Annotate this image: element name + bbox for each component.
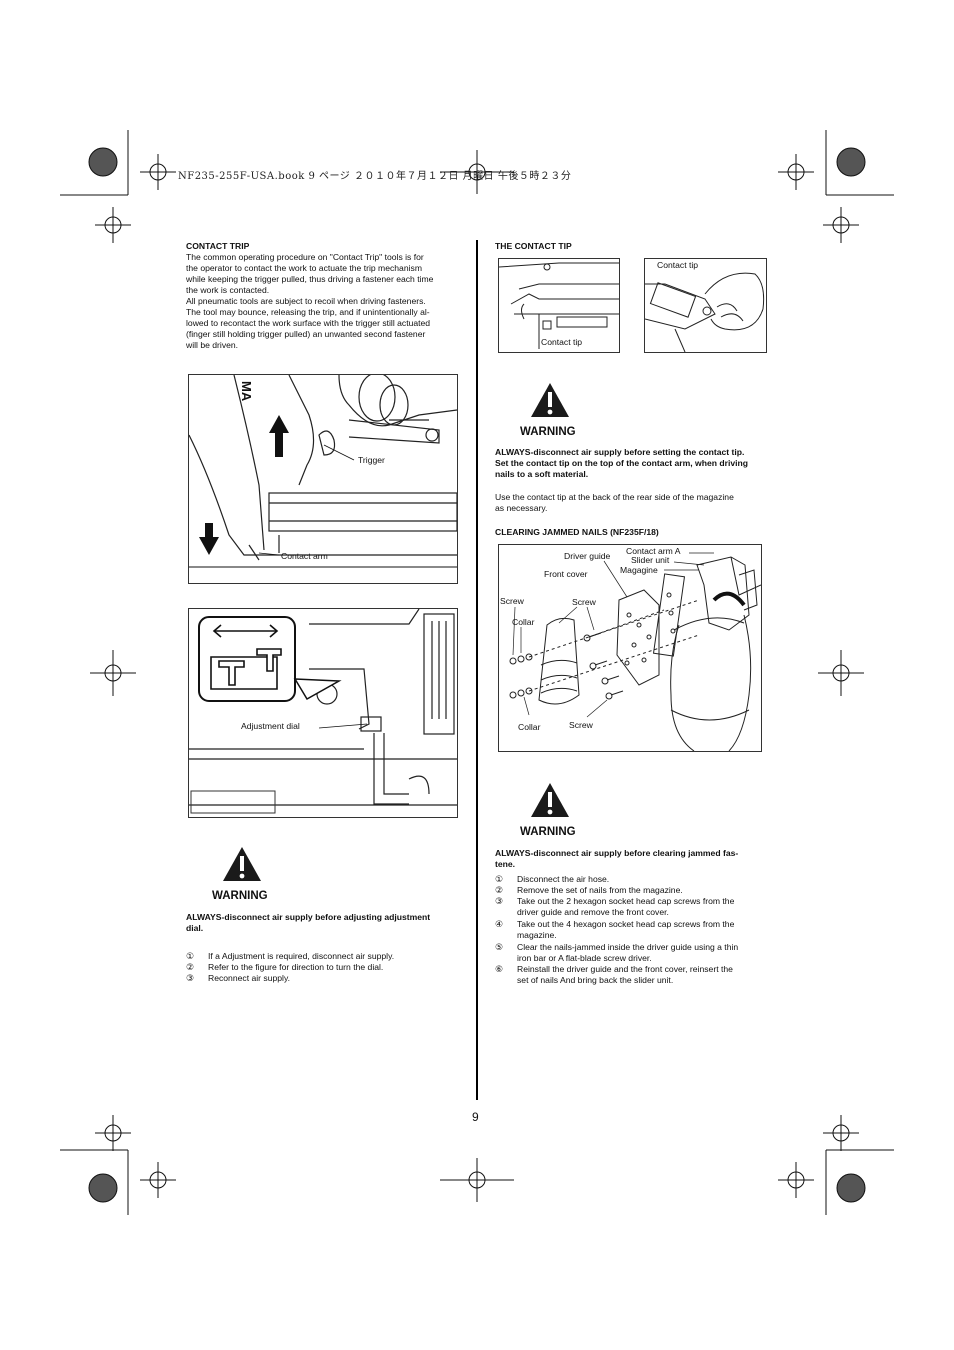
exploded-view-illustration bbox=[509, 552, 761, 751]
warning-title-right-2: WARNING bbox=[520, 826, 576, 838]
screw-label-middle: Screw bbox=[572, 597, 596, 607]
contact-arm-label: Contact arm bbox=[281, 551, 328, 561]
contact-arm-a-label: Contact arm A bbox=[626, 546, 681, 556]
collar-label-bottom: Collar bbox=[518, 722, 541, 732]
warning-title-right-1: WARNING bbox=[520, 426, 576, 438]
adjustment-dial-illustration bbox=[189, 609, 457, 814]
warning-text-left: ALWAYS-disconnect air supply before adju… bbox=[186, 912, 431, 933]
contact-tip-hand-illustration bbox=[645, 272, 765, 352]
arrow-down-icon bbox=[199, 523, 219, 555]
screw-label-bottom: Screw bbox=[569, 720, 593, 730]
figure-contact-tip-a: Contact tip bbox=[498, 258, 620, 353]
front-cover-label: Front cover bbox=[544, 569, 588, 579]
contact-tip-note: Use the contact tip at the back of the r… bbox=[495, 492, 734, 513]
slider-unit-label: Slider unit bbox=[631, 555, 670, 565]
driver-guide-label: Driver guide bbox=[564, 551, 611, 561]
jammed-nails-heading: CLEARING JAMMED NAILS (NF235F/18) bbox=[495, 527, 659, 537]
figure-adjustment-dial: Adjustment dial bbox=[188, 608, 458, 818]
contact-trip-heading: CONTACT TRIP bbox=[186, 241, 250, 251]
right-step-6: ⑥ Reinstall the driver guide and the fro… bbox=[495, 964, 733, 985]
warning-text-right-1: ALWAYS-disconnect air supply before sett… bbox=[495, 447, 749, 479]
file-header: NF235-255F-USA.book 9 ページ ２０１０年７月１２日 月曜日… bbox=[178, 171, 572, 182]
contact-tip-magazine-illustration bbox=[499, 262, 619, 349]
svg-text:MA: MA bbox=[239, 381, 254, 402]
contact-tip-label-a: Contact tip bbox=[541, 337, 583, 347]
warning-triangle-icon bbox=[531, 783, 569, 817]
warning-title-left: WARNING bbox=[212, 890, 268, 902]
right-step-5: ⑤ Clear the nails-jammed inside the driv… bbox=[495, 942, 739, 963]
warning-triangle-icon bbox=[531, 383, 569, 417]
collar-label-top: Collar bbox=[512, 617, 535, 627]
right-step-2: ② Remove the set of nails from the magaz… bbox=[495, 885, 683, 895]
magagine-label: Magagine bbox=[620, 565, 658, 575]
adjustment-dial-label: Adjustment dial bbox=[241, 721, 300, 731]
right-step-4: ④ Take out the 4 hexagon socket head cap… bbox=[495, 919, 735, 940]
contact-trip-text: The common operating procedure on "Conta… bbox=[186, 252, 434, 350]
warning-text-right-2: ALWAYS-disconnect air supply before clea… bbox=[495, 848, 739, 869]
arrow-up-icon bbox=[269, 415, 289, 457]
column-divider bbox=[476, 240, 478, 1100]
screw-label-left: Screw bbox=[500, 596, 524, 606]
trigger-label: Trigger bbox=[358, 455, 385, 465]
right-step-3: ③ Take out the 2 hexagon socket head cap… bbox=[495, 896, 735, 917]
contact-tip-label-b: Contact tip bbox=[657, 260, 699, 270]
right-step-1: ① Disconnect the air hose. bbox=[495, 874, 610, 884]
page-number: 9 bbox=[472, 1110, 479, 1124]
figure-clearing-jammed-nails: Contact arm A Slider unit Magagine Drive… bbox=[498, 544, 762, 752]
figure-contact-tip-b: Contact tip bbox=[644, 258, 767, 353]
nailer-trigger-illustration: MA bbox=[189, 375, 457, 568]
warning-triangle-icon bbox=[223, 847, 261, 881]
contact-tip-heading: THE CONTACT TIP bbox=[495, 241, 572, 251]
figure-contact-trip: MA Trigger Contact arm bbox=[188, 374, 458, 584]
